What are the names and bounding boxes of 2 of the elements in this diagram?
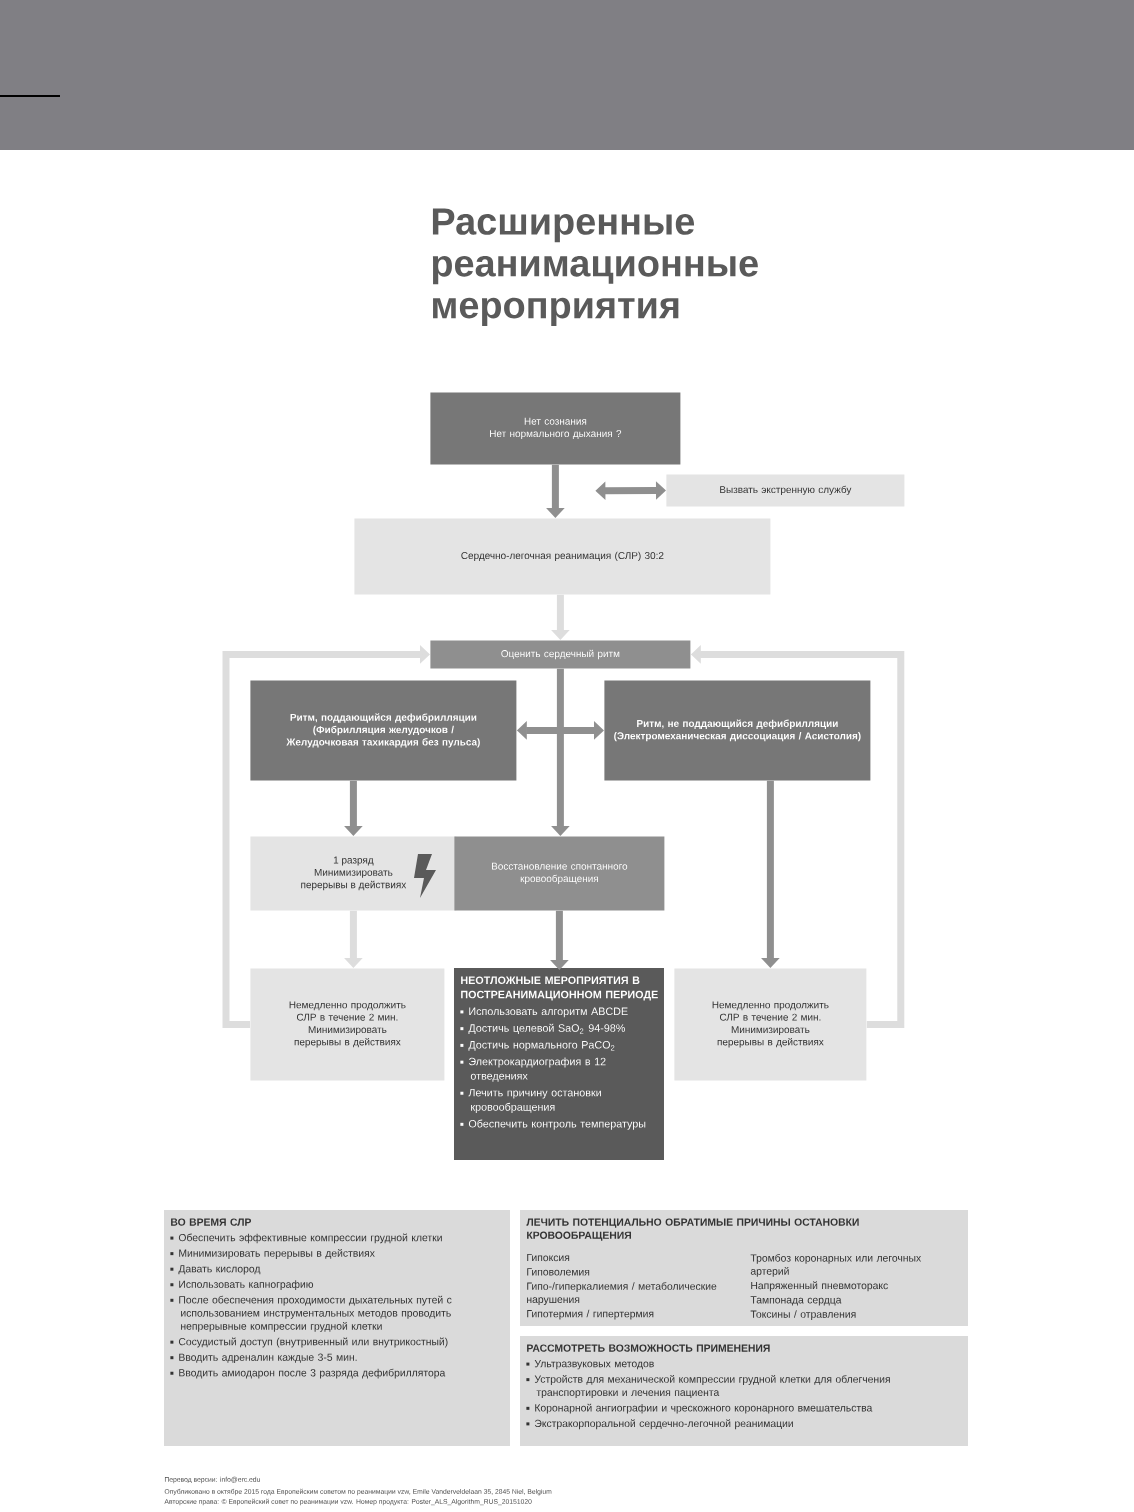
title: Расширенные реанимационные мероприятия bbox=[432, 208, 758, 326]
arrow bbox=[222, 645, 430, 1028]
